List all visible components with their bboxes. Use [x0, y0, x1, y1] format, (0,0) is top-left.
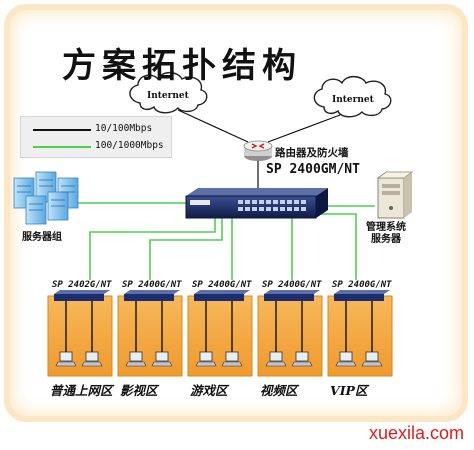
core-switch-label: SP 2400GM/NT	[266, 162, 360, 177]
server-group-label: 服务器组	[22, 232, 62, 243]
zone-label: 游戏区	[190, 383, 228, 398]
zone-label: 普通上网区	[50, 383, 113, 398]
internet-link-left	[177, 109, 249, 143]
laptop-icon	[55, 351, 77, 367]
legend-swatch-gigabit	[33, 146, 91, 148]
access-switch-label: SP 2400G/NT	[332, 280, 392, 290]
legend: 10/100Mbps 100/1000Mbps	[20, 116, 172, 158]
internet-label-right: Internet	[332, 95, 374, 105]
gigabit-links	[78, 202, 375, 280]
management-server-icon	[376, 171, 414, 219]
router-icon	[243, 140, 273, 161]
access-switch-label: SP 2400G/NT	[192, 280, 252, 290]
management-server-label-line1: 管理系统	[366, 222, 406, 233]
page-title: 方案拓扑结构	[62, 46, 302, 86]
zone-label: VIP区	[330, 383, 368, 398]
management-server-label: 管理系统 服务器	[366, 222, 406, 246]
access-switch-label: SP 2402G/NT	[52, 280, 112, 290]
access-switch-icon	[54, 290, 110, 301]
laptop-icon	[265, 351, 287, 367]
access-switch-icon	[194, 290, 250, 301]
management-server-label-line2: 服务器	[371, 234, 401, 245]
access-switch-label: SP 2400G/NT	[262, 280, 322, 290]
laptop-icon	[195, 351, 217, 367]
laptop-icon	[291, 351, 313, 367]
branch-zone	[117, 295, 183, 377]
zone-area	[117, 295, 183, 377]
access-switch-label: SP 2400G/NT	[122, 280, 182, 290]
zone-label: 视频区	[260, 383, 298, 398]
zone-label: 影视区	[120, 383, 158, 398]
server-group-icon	[13, 171, 79, 225]
internet-label-left: Internet	[147, 91, 189, 101]
laptop-icon	[151, 351, 173, 367]
access-switch-icon	[124, 290, 180, 301]
router-label: 路由器及防火墙	[275, 147, 349, 159]
branch-zones	[47, 290, 393, 377]
laptop-icon	[125, 351, 147, 367]
laptop-icon	[221, 351, 243, 367]
internet-cloud-right	[313, 75, 392, 118]
legend-swatch-fast	[33, 129, 91, 131]
legend-label-fast: 10/100Mbps	[95, 123, 153, 134]
internet-cloud-left	[129, 71, 208, 114]
watermark: xuexila.com	[368, 423, 464, 443]
access-switch-icon	[334, 290, 390, 301]
laptop-icon	[81, 351, 103, 367]
laptop-icon	[361, 351, 383, 367]
access-switch-icon	[264, 290, 320, 301]
core-switch-icon	[185, 188, 328, 219]
laptop-icon	[335, 351, 357, 367]
internet-link-right	[267, 114, 341, 143]
legend-label-gigabit: 100/1000Mbps	[95, 140, 164, 151]
